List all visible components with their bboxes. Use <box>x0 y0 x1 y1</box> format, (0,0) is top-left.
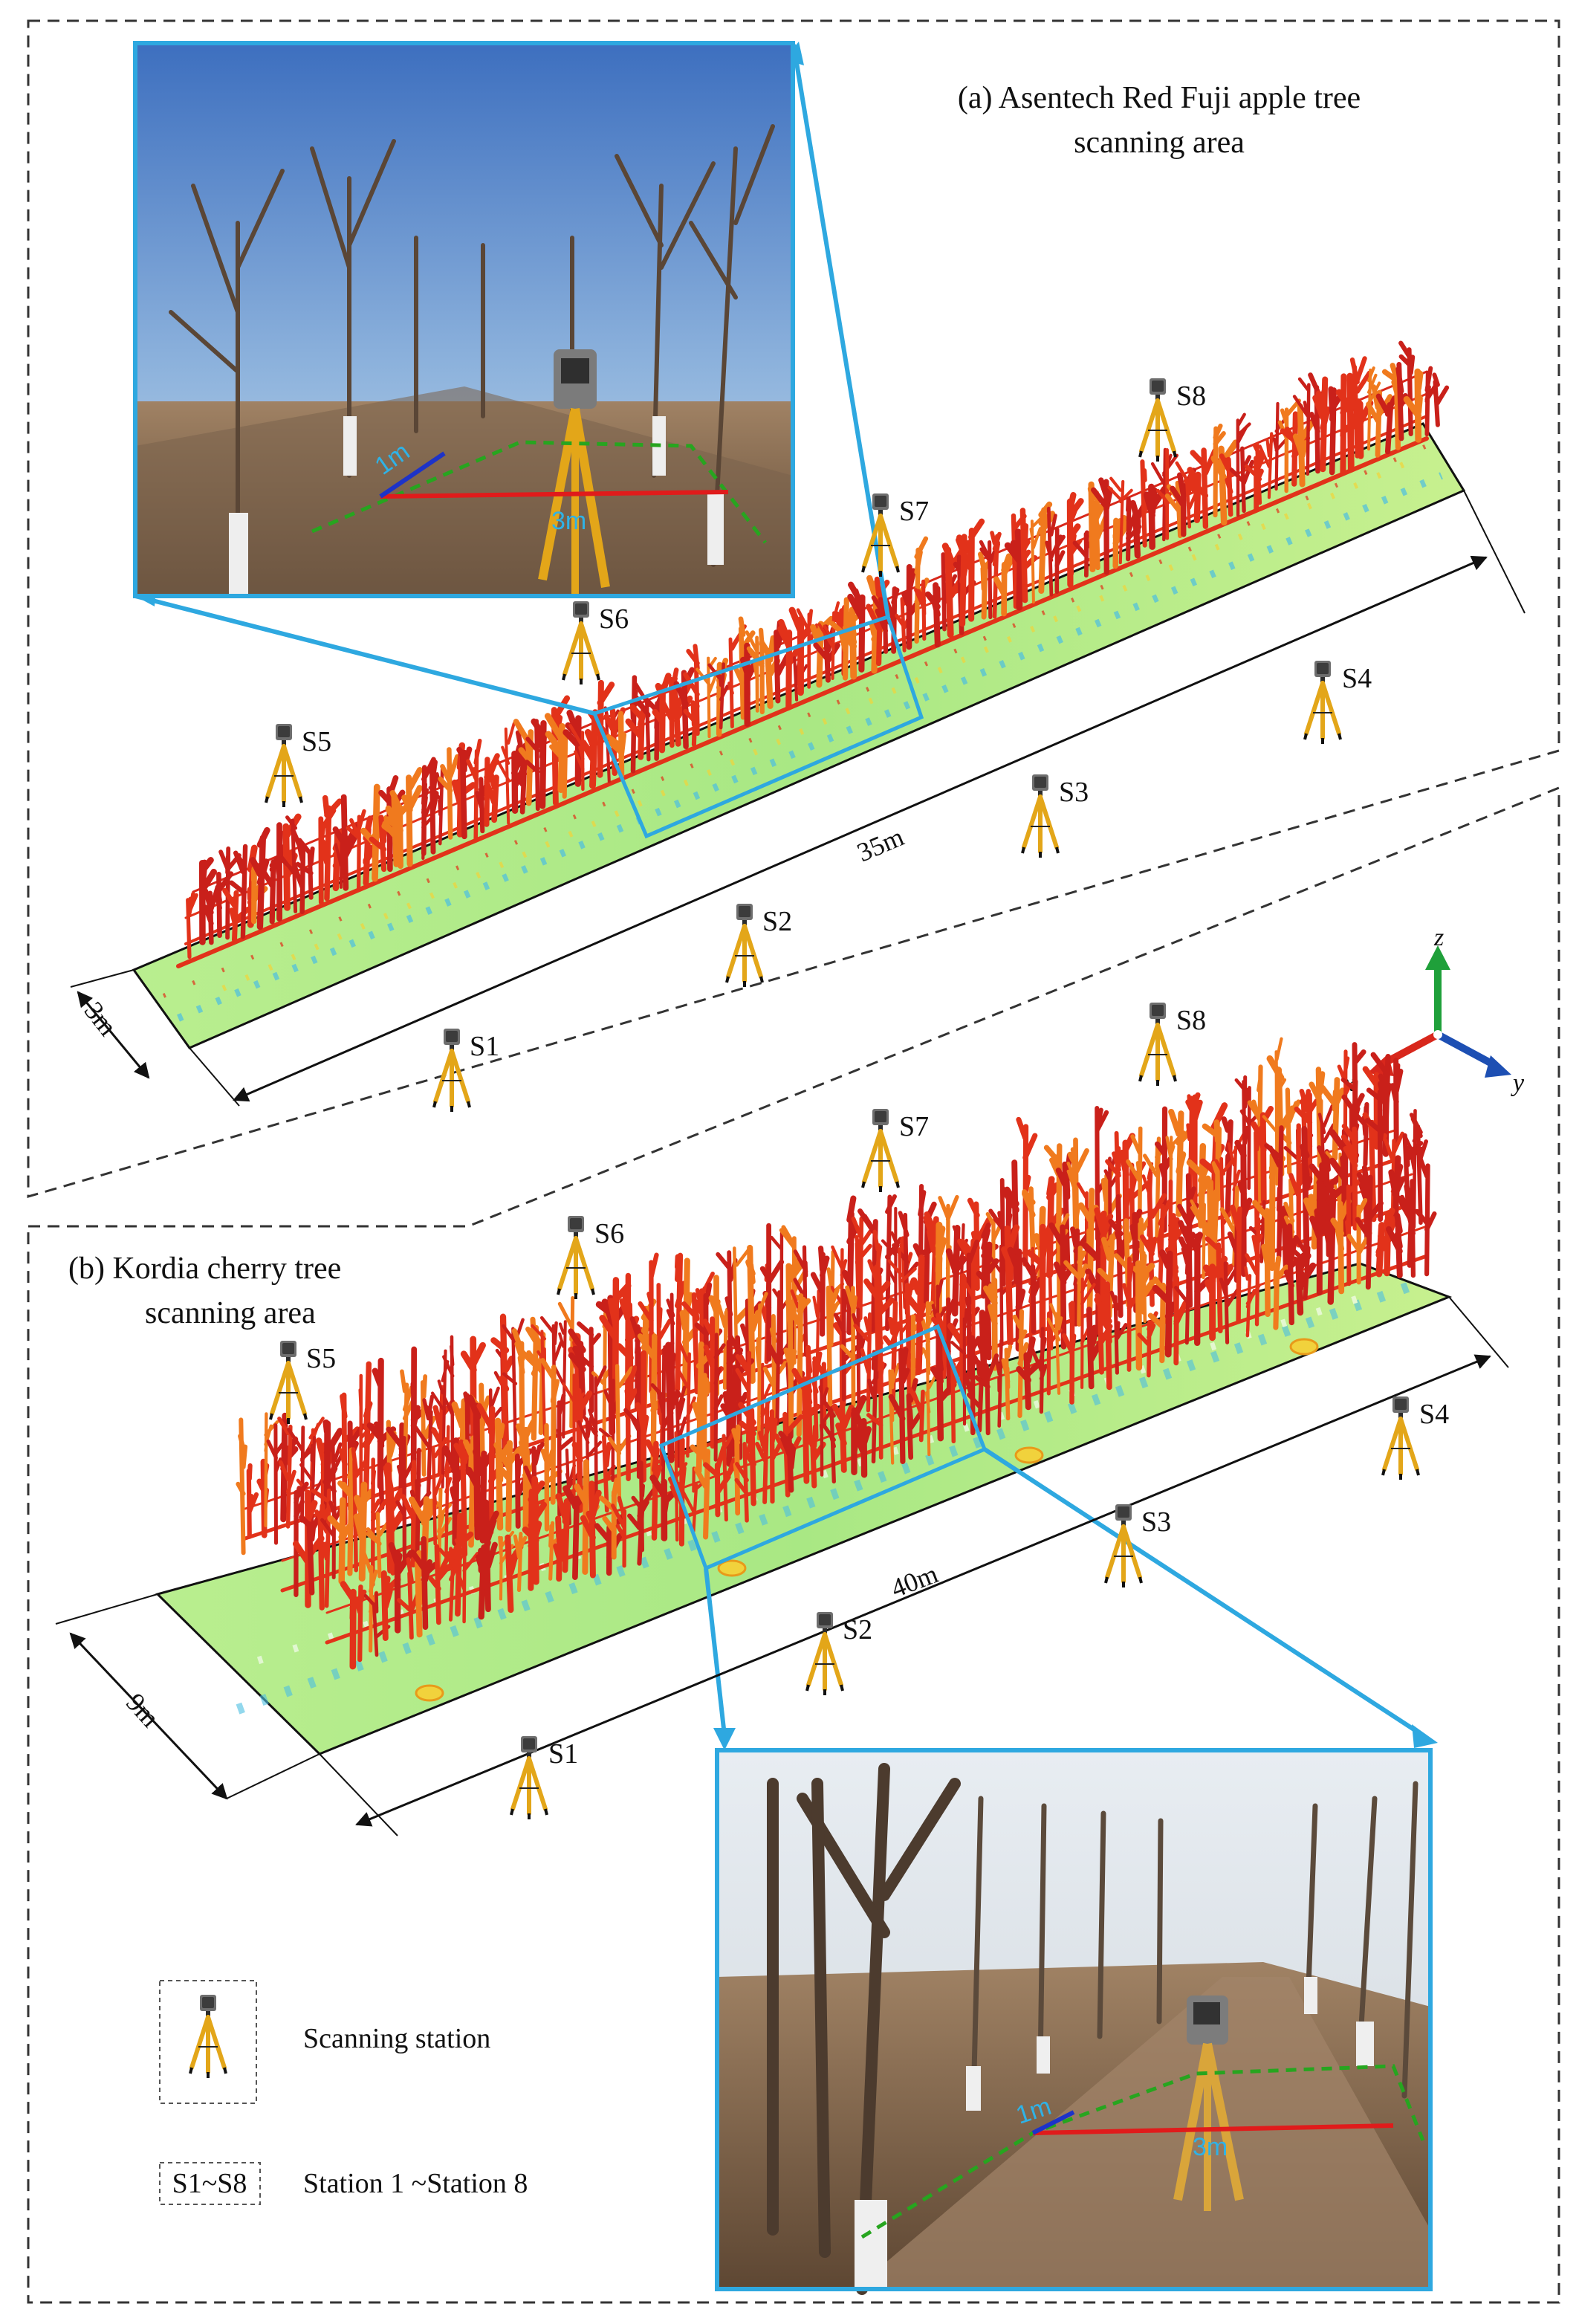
legend-range-code: S1~S8 <box>172 2168 247 2199</box>
panel-b-station-s6: S6 <box>558 1216 624 1299</box>
panel-a-callout-line-left <box>134 594 595 716</box>
svg-text:S7: S7 <box>899 496 929 527</box>
svg-text:S6: S6 <box>594 1218 624 1249</box>
svg-text:S6: S6 <box>599 603 629 635</box>
panel-b-station-s8: S8 <box>1140 1003 1206 1086</box>
panel-a-station-s6: S6 <box>563 601 629 684</box>
panel-b-title-line1: (b) Kordia cherry tree <box>68 1252 341 1286</box>
panel-a-station-s4: S4 <box>1305 661 1372 744</box>
svg-text:S3: S3 <box>1141 1506 1171 1538</box>
svg-text:S3: S3 <box>1059 777 1089 808</box>
svg-text:S8: S8 <box>1176 381 1206 412</box>
legend-range-box <box>159 2162 261 2205</box>
panel-a-title-line2: scanning area <box>1074 126 1245 160</box>
svg-text:S1: S1 <box>548 1738 578 1770</box>
legend-station-box <box>159 1980 257 2104</box>
legend-station-label: Scanning station <box>303 2023 490 2054</box>
panel-b-length-label: 40m <box>887 1558 942 1603</box>
panel-a-length-dimension <box>233 555 1488 1102</box>
panel-a-station-s3: S3 <box>1022 774 1089 858</box>
panel-b-station-s1: S1 <box>511 1736 578 1819</box>
panel-b-length-dimension <box>355 1354 1491 1827</box>
panel-b-callout-line-right <box>983 1447 1424 1738</box>
legend: Scanning station S1~S8 Station 1 ~Statio… <box>159 1980 528 2205</box>
panel-a-width-dimension <box>77 991 150 1079</box>
svg-text:S8: S8 <box>1176 1005 1206 1036</box>
panel-a-width-ext-top <box>70 969 134 988</box>
panel-b-station-s4: S4 <box>1383 1396 1449 1480</box>
panel-a-station-s1: S1 <box>434 1029 499 1112</box>
panel-a-length-ext-left <box>189 1047 240 1107</box>
panel-b-border <box>27 786 1560 2304</box>
svg-text:S2: S2 <box>843 1614 872 1645</box>
svg-text:S5: S5 <box>302 726 331 757</box>
panel-b-photo-length-label: 3m <box>1193 2133 1228 2161</box>
axis-z-label: z <box>1433 924 1444 951</box>
panel-a-station-s5: S5 <box>266 724 331 807</box>
svg-text:S1: S1 <box>470 1031 499 1062</box>
panel-a-border <box>27 19 1560 1198</box>
svg-text:S2: S2 <box>762 906 792 937</box>
panel-a-width-label: 3m <box>79 996 123 1041</box>
legend-range-label: Station 1 ~Station 8 <box>303 2168 528 2199</box>
svg-text:S4: S4 <box>1342 663 1372 694</box>
panel-a-photo: 1m 3m <box>133 41 795 598</box>
panel-b-station-s3: S3 <box>1106 1504 1171 1587</box>
panel-b-length-ext-left <box>319 1753 398 1836</box>
panel-a: (a) Asentech Red Fuji apple tree scannin… <box>70 41 1525 1112</box>
legend-station-icon <box>190 1995 226 2078</box>
panel-a-photo-length-label: 3m <box>551 507 586 535</box>
panel-b-length-ext-right <box>1448 1296 1509 1368</box>
panel-a-length-ext-right <box>1463 490 1525 614</box>
axis-y-label: y <box>1511 1069 1525 1097</box>
panel-a-station-s8: S8 <box>1140 378 1206 462</box>
panel-b-width-ext-bottom <box>226 1753 320 1799</box>
panel-b-callout-arrowhead-right <box>1412 1724 1438 1748</box>
panel-a-station-s7: S7 <box>863 493 929 577</box>
panel-b-station-s5: S5 <box>270 1341 336 1424</box>
svg-text:S7: S7 <box>899 1111 929 1142</box>
panel-b-width-ext-top <box>55 1593 158 1625</box>
panel-b-station-s2: S2 <box>807 1612 872 1695</box>
panel-b-station-s7: S7 <box>863 1109 929 1192</box>
panel-b-callout-arrowhead-left <box>713 1728 736 1750</box>
svg-text:S4: S4 <box>1419 1399 1449 1430</box>
panel-a-station-s2: S2 <box>727 904 792 987</box>
panel-b-width-dimension <box>69 1632 228 1800</box>
panel-b-title-line2: scanning area <box>145 1296 316 1330</box>
panel-b: (b) Kordia cherry tree scanning area <box>55 1003 1509 2295</box>
panel-a-callout-line-right <box>791 44 890 618</box>
panel-b-photo: 1m 3m <box>715 1748 1433 2295</box>
panel-a-title-line1: (a) Asentech Red Fuji apple tree <box>958 81 1361 115</box>
svg-text:S5: S5 <box>306 1343 336 1374</box>
